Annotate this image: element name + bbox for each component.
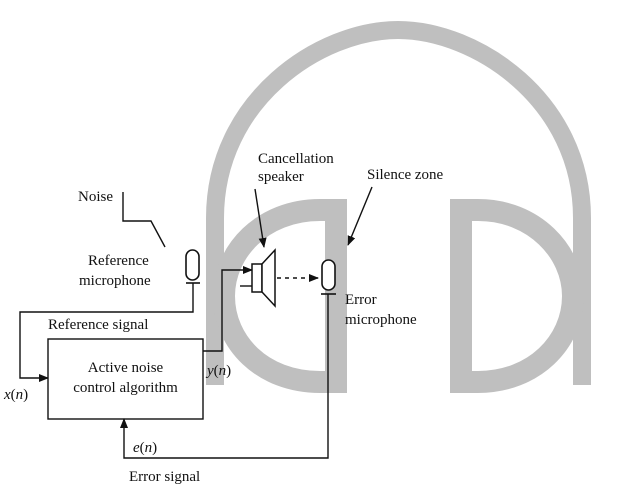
reference-microphone-icon: [185, 249, 200, 284]
x-n-label: x(n): [3, 387, 28, 403]
algorithm-box: [47, 338, 204, 420]
headband: [206, 20, 591, 385]
reference-mic-label-1: Reference: [88, 253, 149, 269]
reference-mic-label-2: microphone: [79, 273, 151, 289]
error-microphone-icon: [321, 259, 336, 295]
algorithm-label-2: control algorithm: [73, 380, 178, 396]
algorithm-label-1: Active noise: [88, 360, 164, 376]
cancellation-label-2: speaker: [258, 169, 304, 185]
silence-zone-label: Silence zone: [367, 167, 444, 183]
output-wire: [203, 266, 253, 352]
right-earcup: [450, 199, 585, 393]
noise-label: Noise: [78, 189, 113, 205]
cancellation-pointer: [254, 188, 267, 248]
noise-pointer: [122, 192, 166, 248]
speaker-icon: [251, 248, 276, 308]
reference-signal-wire: [19, 283, 194, 382]
headphones-icon: [206, 20, 591, 393]
error-signal-label: Error signal: [129, 469, 200, 485]
e-n-label: e(n): [133, 440, 157, 456]
silence-zone-pointer: [347, 186, 373, 246]
cancellation-label-1: Cancellation: [258, 151, 334, 167]
y-n-label: y(n): [205, 363, 231, 379]
error-mic-label-2: microphone: [345, 312, 417, 328]
error-mic-label-1: Error: [345, 292, 377, 308]
left-earcup: [212, 199, 347, 393]
reference-signal-label: Reference signal: [48, 317, 148, 333]
error-signal-wire: [120, 294, 329, 459]
